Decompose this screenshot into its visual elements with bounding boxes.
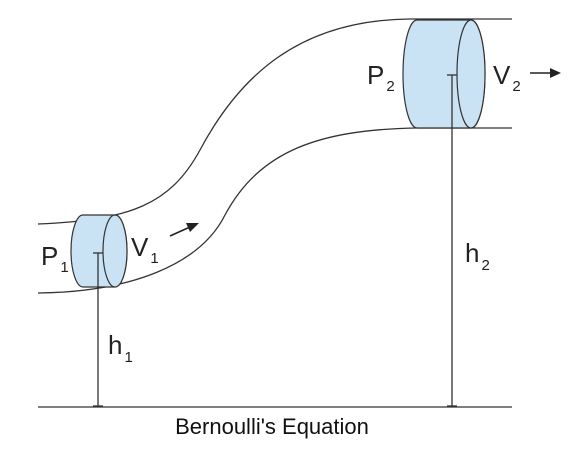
- height-marker-1: [93, 252, 103, 407]
- diagram-caption: Bernoulli's Equation: [175, 414, 369, 439]
- fluid-element-1-face: [102, 214, 128, 288]
- pipe-lower-wall: [37, 127, 512, 294]
- velocity-arrow-2: [530, 68, 561, 78]
- fluid-element-1: [70, 214, 128, 288]
- fluid-element-2: [402, 19, 486, 129]
- velocity-arrow-1: [169, 223, 199, 237]
- height-marker-2: [447, 74, 457, 407]
- fluid-element-2-face: [456, 19, 486, 129]
